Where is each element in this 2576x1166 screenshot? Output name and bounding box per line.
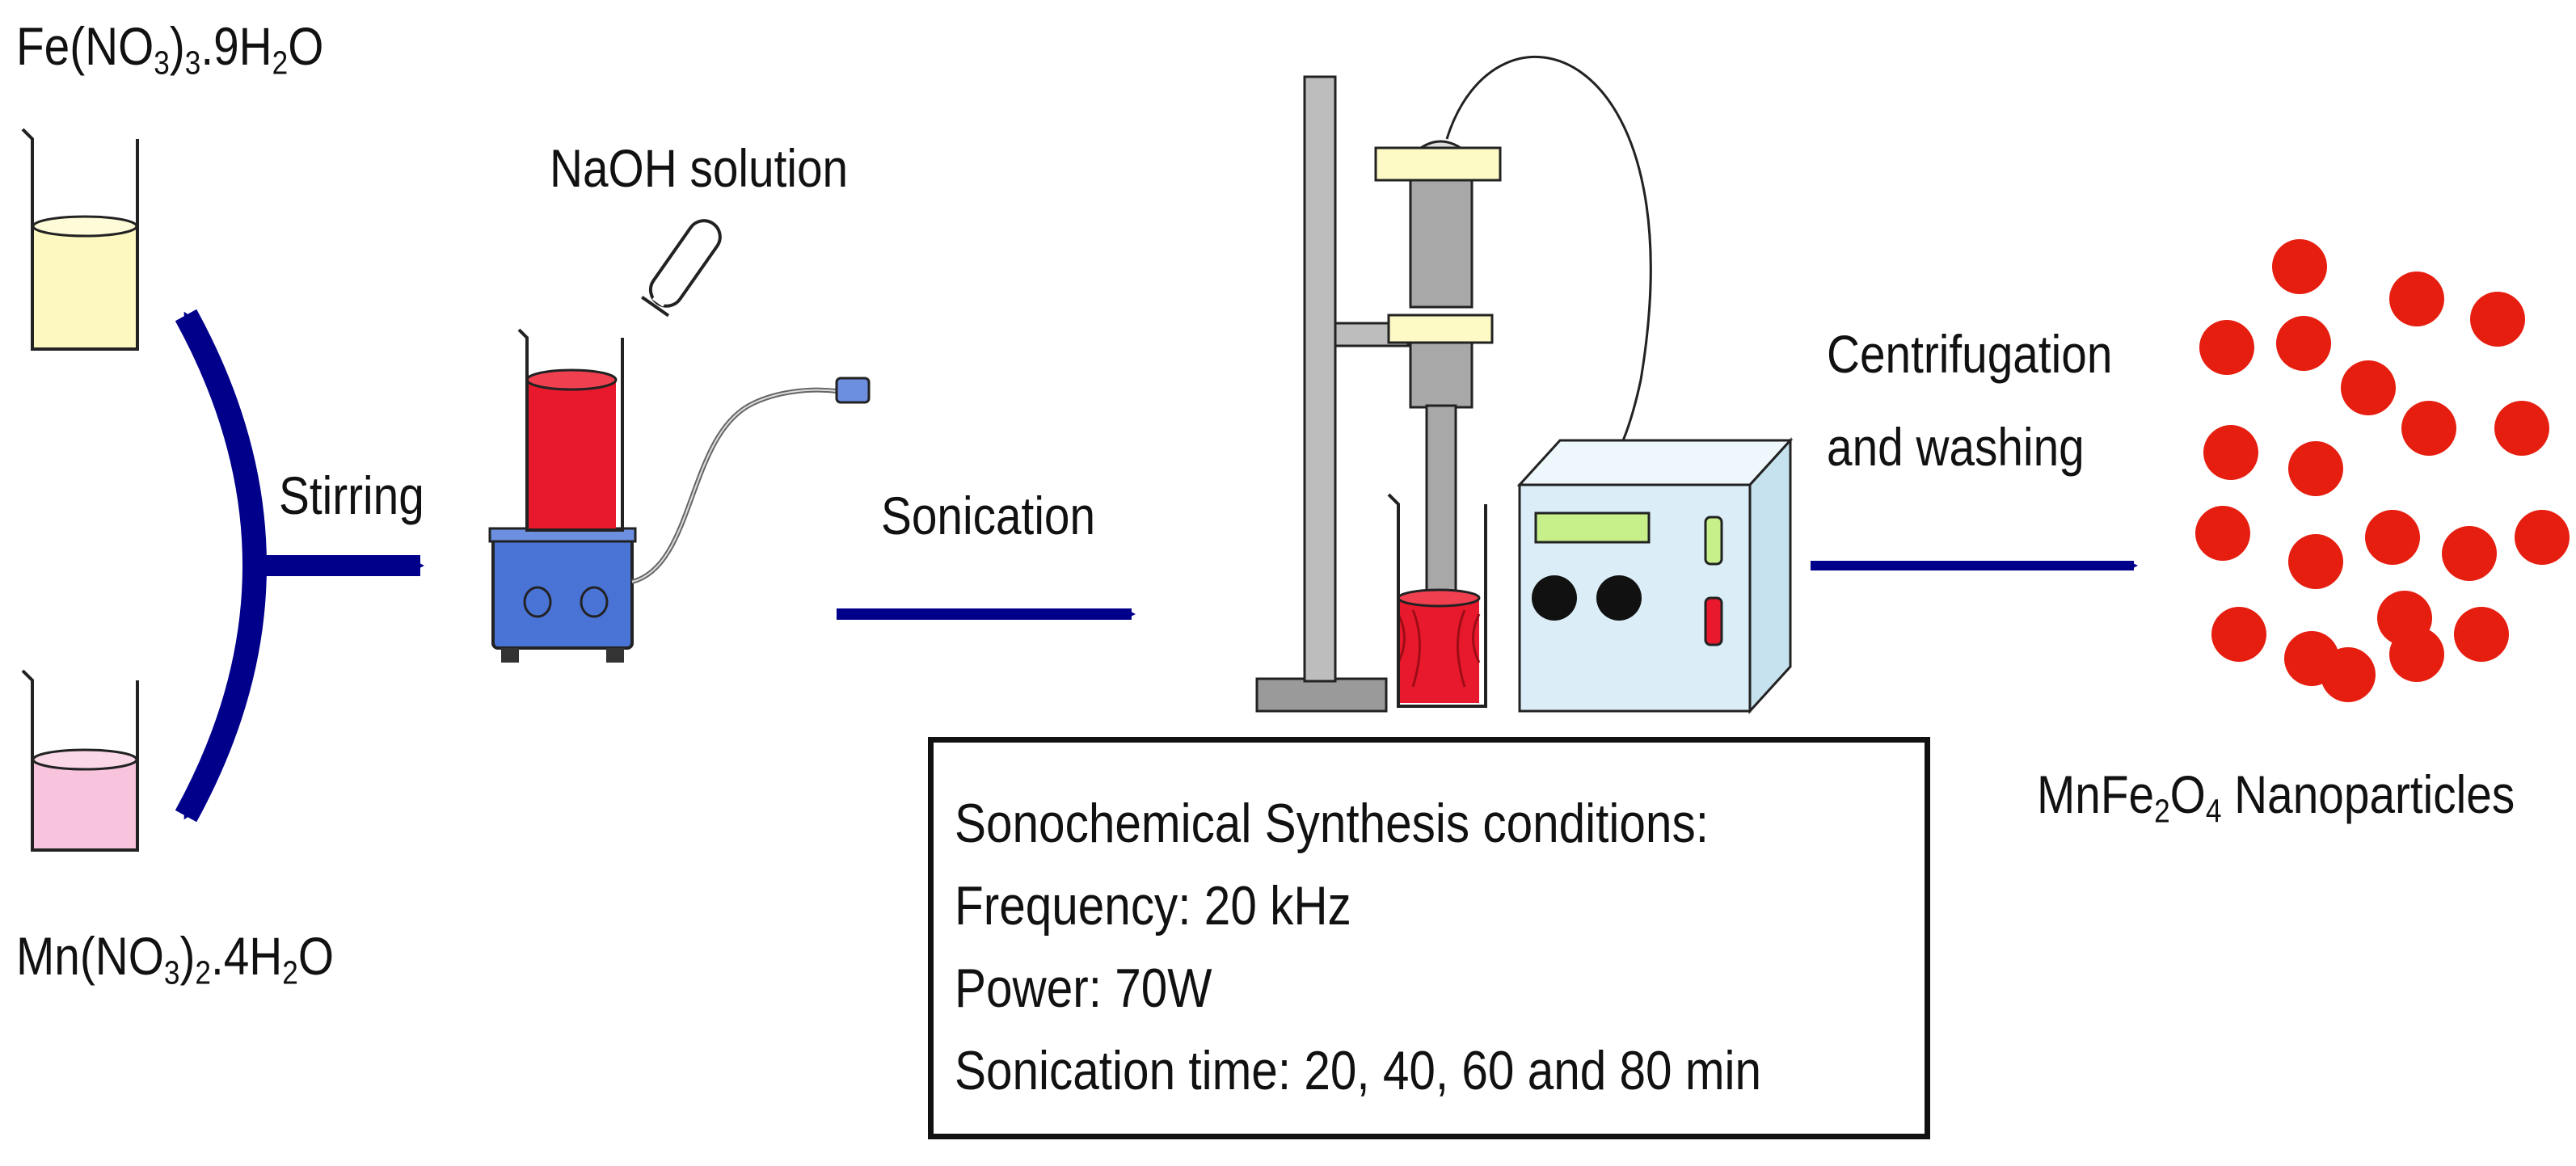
lower-clamp <box>1387 314 1494 344</box>
nanoparticle <box>2454 607 2509 662</box>
nanoparticle <box>2211 607 2266 662</box>
conditions-frequency: Frequency: 20 kHz <box>955 875 1351 937</box>
sonication-mixture <box>1398 598 1479 703</box>
nanoparticle <box>2341 360 2396 415</box>
stirring-label: Stirring <box>279 465 424 525</box>
nanoparticle <box>2195 506 2250 561</box>
nanoparticle <box>2199 320 2254 375</box>
reaction-mixture <box>527 380 616 529</box>
naoh-label: NaOH solution <box>550 138 849 198</box>
nanoparticle <box>2272 239 2327 294</box>
nanoparticle <box>2276 316 2331 371</box>
stirrer-cable <box>631 387 837 584</box>
ultrasonic-generator <box>1516 437 1794 714</box>
sonication-label: Sonication <box>881 486 1096 545</box>
indicator-green <box>1704 516 1723 566</box>
fe-nitrate-label: Fe(NO3)3.9H2O <box>16 16 324 82</box>
fe-solution <box>32 226 137 347</box>
mn-solution <box>32 760 137 848</box>
stirrer-plug <box>835 377 871 404</box>
nanoparticle <box>2401 401 2456 456</box>
mn-nitrate-beaker <box>21 669 139 852</box>
washing-label: and washing <box>1827 417 2085 477</box>
nanoparticle <box>2389 272 2444 326</box>
stirrer-knob-right <box>580 586 609 618</box>
stirrer-knob-left <box>523 586 552 618</box>
stand-base <box>1255 677 1388 713</box>
fe-nitrate-beaker <box>21 128 139 351</box>
generator-dial-right <box>1596 575 1642 621</box>
upper-clamp <box>1374 146 1502 182</box>
conditions-power: Power: 70W <box>955 958 1212 1019</box>
centrifugation-label: Centrifugation <box>1827 324 2113 384</box>
product-label: MnFe2O4 Nanoparticles <box>2037 764 2515 830</box>
generator-dial-left <box>1532 575 1577 621</box>
stand-pole <box>1303 75 1337 683</box>
nanoparticle <box>2365 510 2420 565</box>
conditions-title: Sonochemical Synthesis conditions: <box>955 793 1709 854</box>
probe-lower <box>1409 341 1474 409</box>
nanoparticle <box>2442 526 2497 581</box>
nanoparticle <box>2494 401 2549 456</box>
nanoparticle <box>2203 425 2258 480</box>
ultrasonic-setup <box>1255 56 1652 713</box>
mn-nitrate-label: Mn(NO3)2.4H2O <box>16 926 335 991</box>
indicator-red <box>1704 596 1723 646</box>
nanoparticle-cluster <box>2195 239 2570 702</box>
nanoparticle <box>2288 534 2343 589</box>
nanoparticle <box>2288 441 2343 496</box>
mixing-curved-arrow <box>175 309 267 823</box>
probe-upper <box>1409 172 1474 309</box>
nanoparticle <box>2389 627 2444 682</box>
synthesis-conditions-box: Sonochemical Synthesis conditions: Frequ… <box>928 737 1930 1139</box>
generator-display <box>1534 511 1651 544</box>
nanoparticle <box>2515 510 2570 565</box>
conditions-time: Sonication time: 20, 40, 60 and 80 min <box>955 1040 1762 1101</box>
magnetic-stirrer <box>488 328 871 663</box>
nanoparticle <box>2470 292 2525 347</box>
probe-wire <box>1445 56 1652 457</box>
nanoparticle <box>2321 647 2376 702</box>
naoh-test-tube <box>641 219 722 318</box>
